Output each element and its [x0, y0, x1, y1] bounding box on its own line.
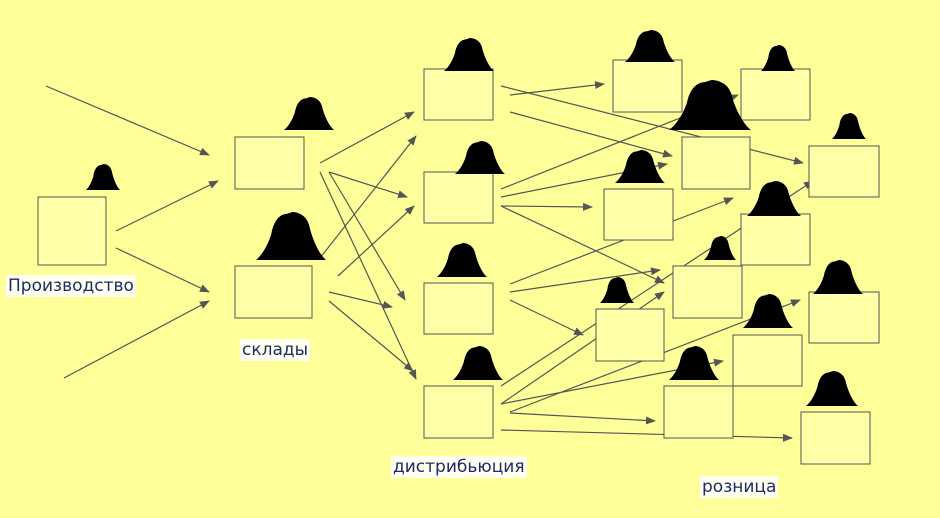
node-retail-12: [800, 411, 871, 465]
bell-icon-18: [669, 346, 719, 380]
bell-icon-13: [747, 181, 801, 216]
bell-icon-16: [813, 260, 863, 294]
bell-icon-15: [600, 277, 634, 303]
node-distribution-2: [423, 171, 494, 224]
arrow-7: [328, 171, 406, 301]
node-retail-11: [663, 385, 734, 439]
node-retail-10: [732, 334, 803, 387]
arrow-27: [509, 412, 656, 425]
bell-icon-9: [761, 45, 795, 71]
arrow-21: [509, 267, 661, 293]
bell-icon-5: [455, 141, 505, 174]
arrow-11: [328, 291, 393, 309]
arrow-1: [45, 85, 210, 156]
bell-icon-6: [437, 243, 487, 277]
node-distribution-4: [423, 385, 494, 439]
arrow-18: [500, 202, 593, 211]
label-distribution: дистрибьюция: [391, 456, 527, 478]
node-retail-6: [740, 213, 811, 266]
arrow-19: [500, 205, 665, 284]
arrow-9: [319, 135, 417, 259]
node-retail-8: [595, 308, 665, 362]
node-production: [37, 196, 107, 266]
bell-icon-4: [444, 38, 494, 71]
bell-icon-12: [615, 150, 665, 183]
arrow-15: [509, 111, 673, 158]
label-production: Производство: [6, 275, 136, 297]
bell-icon-2: [284, 97, 334, 130]
bell-icon-7: [453, 346, 503, 380]
bell-icon-11: [832, 113, 866, 139]
arrow-14: [500, 85, 804, 165]
node-retail-3: [681, 136, 751, 190]
label-warehouses: склады: [240, 339, 311, 361]
label-retail: розница: [700, 476, 779, 498]
nodes-layer: [37, 59, 880, 465]
node-warehouse-2: [234, 265, 313, 319]
bell-icon-3: [256, 212, 326, 260]
bells-layer: [86, 30, 866, 406]
node-retail-1: [612, 59, 683, 113]
node-warehouse-1: [234, 136, 305, 190]
arrow-20: [509, 197, 734, 285]
bell-icon-14: [704, 236, 736, 260]
arrow-22: [509, 299, 584, 336]
bell-icon-10: [669, 80, 751, 130]
arrow-10: [337, 205, 415, 277]
node-distribution-1: [423, 68, 494, 121]
arrow-6: [328, 171, 408, 199]
node-retail-2: [740, 68, 811, 121]
node-retail-9: [808, 291, 880, 344]
bell-icon-8: [625, 30, 675, 62]
arrow-3: [115, 247, 210, 293]
arrow-5: [319, 111, 415, 164]
arrow-2: [115, 180, 219, 232]
bell-icon-17: [743, 294, 793, 328]
arrow-13: [509, 81, 605, 96]
node-retail-7: [672, 265, 743, 319]
node-retail-4: [808, 145, 880, 198]
bell-icon-19: [806, 371, 858, 406]
arrow-4: [63, 300, 210, 379]
bell-icon-1: [86, 164, 120, 190]
node-retail-5: [603, 188, 674, 241]
arrow-8: [319, 171, 417, 380]
arrow-28: [500, 429, 793, 442]
arrow-12: [328, 300, 414, 372]
node-distribution-3: [423, 282, 494, 335]
